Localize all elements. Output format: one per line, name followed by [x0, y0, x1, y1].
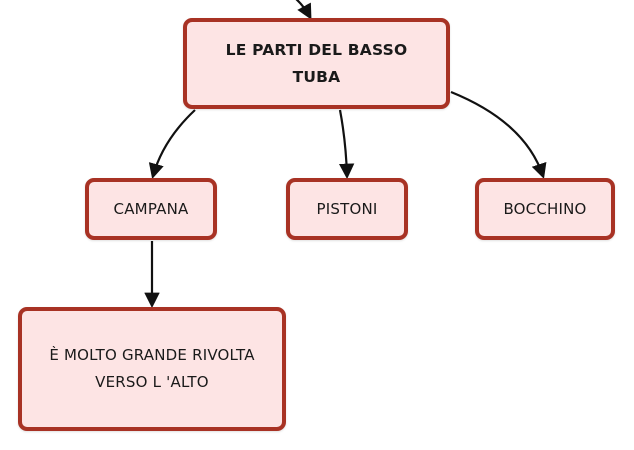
node-pistoni[interactable]: PISTONI: [286, 178, 408, 240]
node-campana-description-label: È MOLTO GRANDE RIVOLTA VERSO L 'ALTO: [49, 346, 255, 391]
node-campana-description[interactable]: È MOLTO GRANDE RIVOLTA VERSO L 'ALTO: [18, 307, 286, 431]
node-campana-label: CAMPANA: [113, 199, 189, 218]
node-pistoni-label: PISTONI: [316, 199, 378, 218]
connector-root-pistoni: [338, 109, 355, 180]
incoming-connector: [295, 0, 312, 20]
root-node[interactable]: LE PARTI DEL BASSO TUBA: [183, 18, 450, 109]
node-bocchino[interactable]: BOCCHINO: [475, 178, 615, 240]
connector-root-bocchino: [450, 90, 547, 179]
node-bocchino-label: BOCCHINO: [503, 199, 587, 218]
node-campana[interactable]: CAMPANA: [85, 178, 217, 240]
root-node-label: LE PARTI DEL BASSO TUBA: [225, 40, 408, 86]
connector-root-campana: [148, 109, 196, 179]
